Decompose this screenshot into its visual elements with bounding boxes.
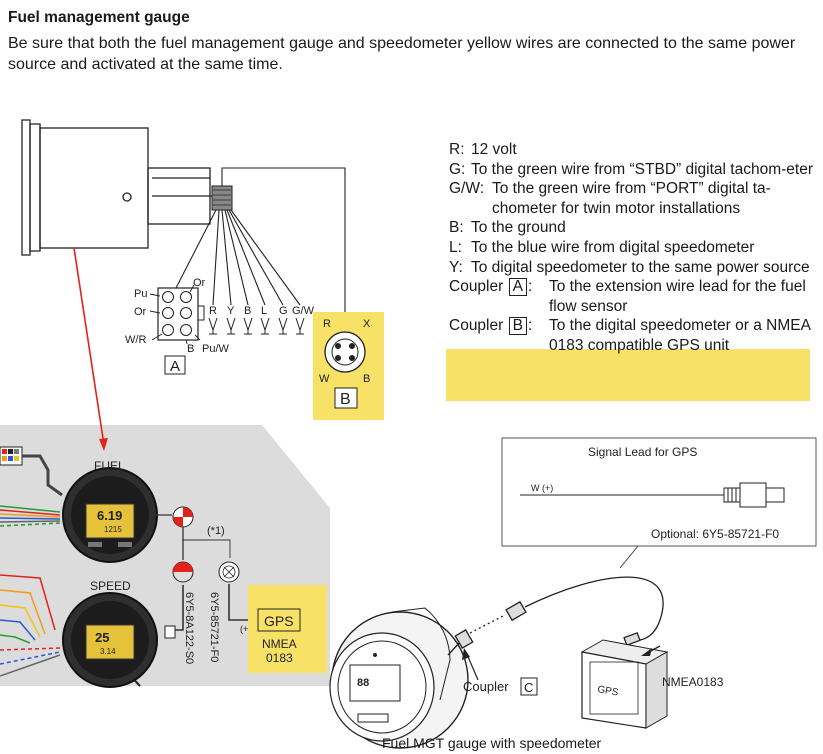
round-coupler-gps (218, 561, 240, 583)
legend-key-g: G: (449, 160, 466, 178)
wire-label-l: L (261, 305, 267, 317)
legend-key-l: L: (449, 238, 462, 256)
gps-unit-nmea: NMEA0183 (662, 675, 724, 689)
callout-line (619, 545, 639, 569)
page-title: Fuel management gauge (8, 9, 190, 26)
wire-terminals (208, 317, 305, 335)
coupler-b-pin-w: W (319, 373, 330, 385)
red-arrow (73, 247, 108, 451)
gauge-cable (447, 576, 664, 656)
legend-text-g: To the green wire from “STBD” digital ta… (471, 160, 813, 178)
legend: R: 12 volt G: To the green wire from “ST… (449, 140, 821, 356)
harness-block (211, 185, 233, 211)
legend-g: G: To the green wire from “STBD” digital… (449, 160, 821, 180)
wire-label-gw: G/W (292, 305, 315, 317)
coupler-b-tag: B (340, 391, 351, 408)
coupler-b-pin-r: R (323, 318, 331, 330)
part-number-2: 6Y5-85721-F0 (208, 592, 220, 662)
coupler-b-connector (324, 331, 366, 373)
speed-display-sub: 3.14 (100, 647, 116, 656)
wire-bundle-fuel (0, 505, 61, 527)
legend-text-r: 12 volt (471, 141, 517, 158)
coupler-b-letter: B (508, 317, 527, 336)
fuel-display-main: 6.19 (97, 508, 122, 523)
coupler-c-arrow (462, 648, 479, 681)
gps-unit-label: GPS (596, 684, 619, 699)
fuel-display-sub: 1215 (104, 525, 122, 534)
legend-y: Y: To digital speedometer to the same po… (449, 258, 821, 278)
wire-label-r: R (209, 305, 217, 317)
speed-gauge (62, 592, 176, 688)
legend-text-b: To the ground (471, 219, 566, 237)
plus-mark: (+) (240, 624, 251, 634)
legend-l: L: To the blue wire from digital speedom… (449, 238, 821, 258)
coupler-c-tag: C (524, 680, 533, 695)
coupler-b-word: Coupler (449, 317, 504, 335)
coupler-a-word: Coupler (449, 278, 504, 296)
coupler-b-pin-x: X (363, 318, 371, 330)
signal-lead-title: Signal Lead for GPS (588, 445, 697, 459)
pin-label-b: B (187, 343, 194, 355)
coupler-a-tag: A (170, 358, 180, 375)
wire-label-g: G (279, 305, 288, 317)
coupler-a-connector (149, 284, 205, 345)
pin-label-puw: Pu/W (202, 343, 230, 355)
coupler-c-tag-box (520, 677, 538, 696)
legend-r: R: 12 volt (449, 140, 821, 160)
gps-label: GPS (264, 613, 294, 629)
pin-label-or-top: Or (193, 277, 206, 289)
color-connector-icon (0, 446, 63, 497)
speed-display-main: 25 (95, 630, 109, 645)
coupler-b-key: Coupler B: (449, 317, 533, 336)
pin-label-wr: W/R (125, 334, 146, 346)
bottom-caption: Fuel MGT gauge with speedometer (382, 735, 602, 751)
coupler-a-tag-box (164, 355, 186, 375)
coupler-b-tag-box (334, 387, 358, 409)
fuel-mgt-gauge-3d: 88 (329, 607, 469, 749)
coupler-b-text: To the digital speedometer or a NMEA 018… (549, 317, 811, 354)
round-coupler-fuel (172, 506, 194, 528)
gps-highlight (248, 585, 327, 673)
wire-label-y: Y (227, 305, 235, 317)
legend-gw: G/W: To the green wire from “PORT” digit… (449, 179, 821, 218)
wire-label-b: B (244, 305, 251, 317)
signal-lead-optional: Optional: 6Y5-85721-F0 (651, 527, 779, 541)
legend-coupler-a: Coupler A: To the extension wire lead fo… (449, 277, 821, 316)
coupler-c-word: Coupler (463, 679, 509, 694)
coupler-a-letter: A (508, 278, 527, 297)
signal-lead-connector (723, 482, 785, 508)
svg-text:88: 88 (357, 677, 369, 689)
fuel-gauge-label: FUEL (94, 459, 125, 473)
footnote-mark: (*1) (207, 525, 225, 537)
legend-text-y: To digital speedometer to the same power… (471, 258, 810, 276)
gps-label-box (257, 608, 301, 632)
part-number-1: 6Y5-8A122-S0 (183, 592, 195, 664)
coupler-b-highlight-band (446, 349, 810, 401)
legend-key-b: B: (449, 219, 464, 237)
legend-coupler-b: Coupler B: To the digital speedometer or… (449, 316, 821, 355)
signal-lead-wire: W (+) (531, 483, 553, 493)
fuel-gauge (62, 467, 158, 563)
legend-key-r: R: (449, 141, 465, 158)
gps-unit-icon (580, 639, 669, 729)
nmea-label-2: 0183 (266, 651, 293, 665)
coupler-b-pin-b: B (363, 373, 370, 385)
speed-gauge-label: SPEED (90, 579, 131, 593)
legend-key-y: Y: (449, 258, 463, 276)
legend-b: B: To the ground (449, 218, 821, 238)
nmea-label-1: NMEA (262, 637, 297, 651)
coupler-a-text: To the extension wire lead for the fuel … (549, 278, 806, 315)
pin-label-or-left: Or (134, 306, 147, 318)
intro-text: Be sure that both the fuel management ga… (8, 35, 796, 73)
legend-text-gw: To the green wire from “PORT” digital ta… (492, 180, 771, 217)
gps-pointer-arrow (641, 645, 661, 656)
legend-key-gw: G/W: (449, 180, 485, 198)
gauge-side-view (21, 119, 212, 256)
round-coupler-speed (172, 561, 194, 583)
harness-wires (175, 167, 346, 318)
pin-label-pu: Pu (134, 288, 147, 300)
legend-text-l: To the blue wire from digital speedomete… (471, 238, 755, 256)
coupler-a-key: Coupler A: (449, 278, 533, 297)
